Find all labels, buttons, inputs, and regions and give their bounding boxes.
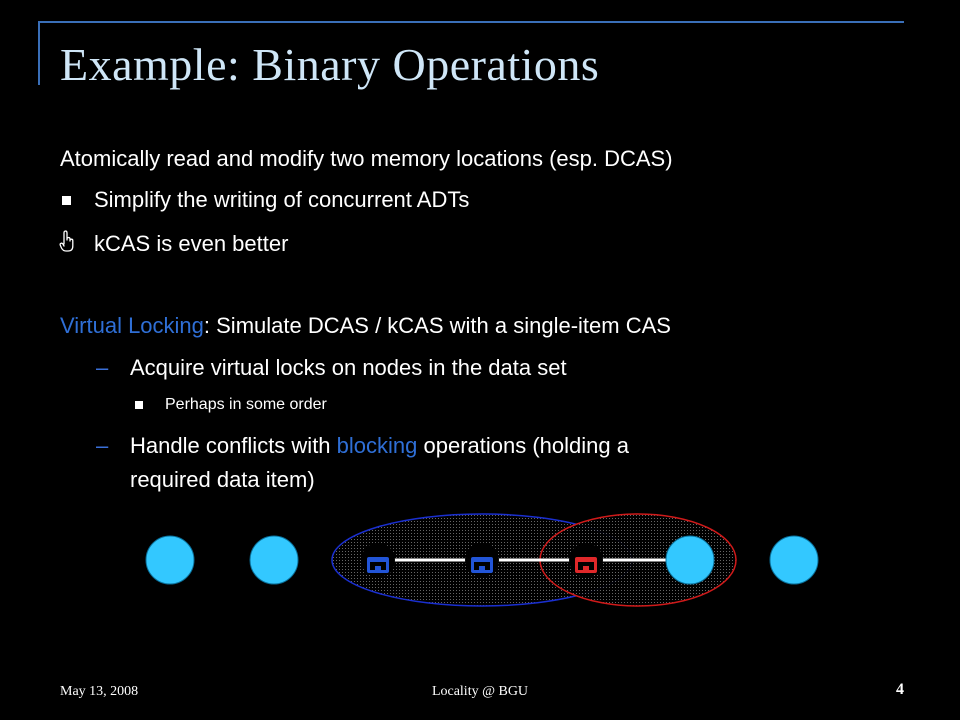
data-node [145,535,195,585]
handle-conflicts-continued: required data item) [130,467,315,492]
virtual-locking-line: Virtual Locking: Simulate DCAS / kCAS wi… [60,313,671,339]
blue-padlock-icon [361,543,395,577]
title-frame-left [38,21,40,85]
handle-conflicts-line: Handle conflicts with blocking operation… [130,433,629,459]
acquire-locks-text: Acquire virtual locks on nodes in the da… [130,355,567,380]
square-bullet-icon [135,401,143,409]
page-number: 4 [896,681,904,698]
intro-text: Atomically read and modify two memory lo… [60,146,673,171]
data-node [769,535,819,585]
virtual-locking-rest: : Simulate DCAS / kCAS with a single-ite… [203,313,671,338]
blocking-term: blocking [336,433,418,458]
dash-bullet-icon: – [96,433,109,458]
footer-center-text: Locality @ BGU [431,684,529,699]
data-node [249,535,299,585]
handle-conflicts-post: operations (holding a [417,433,629,458]
handle-conflicts-pre: Handle conflicts with [130,433,337,458]
pointing-hand-icon [59,230,74,252]
title-frame-top [40,21,904,23]
blue-padlock-icon [465,543,499,577]
bullet-simplify-text: Simplify the writing of concurrent ADTs [94,187,470,212]
virtual-locking-term: Virtual Locking [60,313,204,338]
virtual-locking-diagram [145,513,819,607]
perhaps-order-text: Perhaps in some order [165,396,327,413]
data-node [665,535,715,585]
dash-bullet-icon: – [96,355,109,380]
red-padlock-icon [569,543,603,577]
square-bullet-icon [62,196,71,205]
slide-title: Example: Binary Operations [60,39,600,90]
footer-date: May 13, 2008 [60,684,139,699]
bullet-kcas-text: kCAS is even better [94,231,289,256]
